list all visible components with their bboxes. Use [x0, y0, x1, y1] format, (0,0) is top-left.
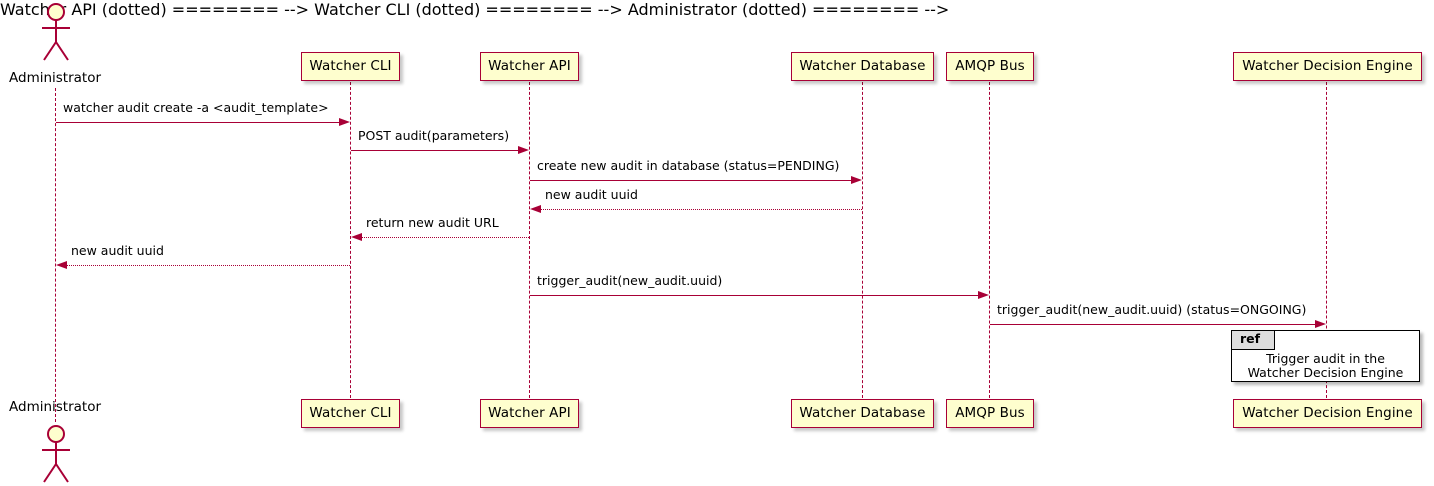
arrow-head-m4: [530, 204, 541, 213]
message-line-m4: [541, 209, 862, 210]
lifeline-watcher-decision-engine: [1326, 82, 1327, 398]
arrow-head-m5: [351, 232, 362, 241]
participant-watcher-cli-bottom[interactable]: Watcher CLI: [301, 399, 400, 428]
lifeline-watcher-cli: [350, 82, 351, 398]
participant-label: Watcher Database: [799, 57, 926, 74]
message-line-m8: [990, 324, 1315, 325]
participant-watcher-api-top[interactable]: Watcher API: [480, 52, 579, 81]
message-line-m3: [530, 180, 851, 181]
participant-watcher-decision-engine-bottom[interactable]: Watcher Decision Engine: [1233, 399, 1422, 428]
message-line-m6: [67, 265, 350, 266]
participant-label: Watcher API: [488, 404, 571, 421]
message-label-m6: new audit uuid: [71, 243, 164, 258]
lifeline-administrator: [55, 88, 56, 422]
ref-fragment-line1: Trigger audit in the: [1266, 351, 1385, 366]
actor-administrator-bottom: [36, 424, 76, 484]
message-label-m1: watcher audit create -a <audit_template>: [63, 100, 329, 115]
arrow-head-m6: [56, 260, 67, 269]
lifeline-watcher-api: [529, 82, 530, 398]
message-line-m5: [362, 237, 529, 238]
participant-label: Watcher API: [488, 57, 571, 74]
participant-watcher-database-bottom[interactable]: Watcher Database: [791, 399, 934, 428]
ref-fragment-tag: ref: [1232, 331, 1276, 350]
participant-label: AMQP Bus: [955, 57, 1025, 74]
participant-label: Watcher Database: [799, 404, 926, 421]
participant-watcher-cli-top[interactable]: Watcher CLI: [301, 52, 400, 81]
participant-label: Watcher CLI: [309, 57, 392, 74]
message-label-m5: return new audit URL: [366, 215, 499, 230]
lifeline-amqp-bus: [989, 82, 990, 398]
arrow-head-m3: [851, 175, 862, 184]
message-label-m7: trigger_audit(new_audit.uuid): [537, 273, 723, 288]
message-line-m2: [351, 150, 518, 151]
participant-label: Watcher CLI: [309, 404, 392, 421]
participant-amqp-bus-bottom[interactable]: AMQP Bus: [946, 399, 1034, 428]
message-line-m1: [56, 122, 339, 123]
participant-watcher-api-bottom[interactable]: Watcher API: [480, 399, 579, 428]
lifeline-watcher-database: [862, 82, 863, 398]
message-label-m3: create new audit in database (status=PEN…: [537, 158, 840, 173]
message-label-m2: POST audit(parameters): [358, 128, 510, 143]
participant-label: Watcher Decision Engine: [1242, 57, 1413, 74]
arrow-head-m8: [1315, 319, 1326, 328]
message-label-m8: trigger_audit(new_audit.uuid) (status=ON…: [997, 302, 1307, 317]
arrow-head-m1: [339, 117, 350, 126]
message-label-m4: new audit uuid: [545, 187, 638, 202]
arrow-head-m2: [518, 145, 529, 154]
participant-label: AMQP Bus: [955, 404, 1025, 421]
ref-fragment: ref Trigger audit in the Watcher Decisio…: [1231, 330, 1420, 382]
arrow-head-m7: [978, 290, 989, 299]
participant-label: Watcher Decision Engine: [1242, 404, 1413, 421]
participant-watcher-decision-engine-top[interactable]: Watcher Decision Engine: [1233, 52, 1422, 81]
actor-administrator-top: [36, 2, 76, 62]
ref-fragment-line2: Watcher Decision Engine: [1247, 365, 1404, 380]
participant-watcher-database-top[interactable]: Watcher Database: [791, 52, 934, 81]
participant-amqp-bus-top[interactable]: AMQP Bus: [946, 52, 1034, 81]
actor-label-top: Administrator: [9, 70, 102, 86]
message-line-m7: [530, 295, 978, 296]
